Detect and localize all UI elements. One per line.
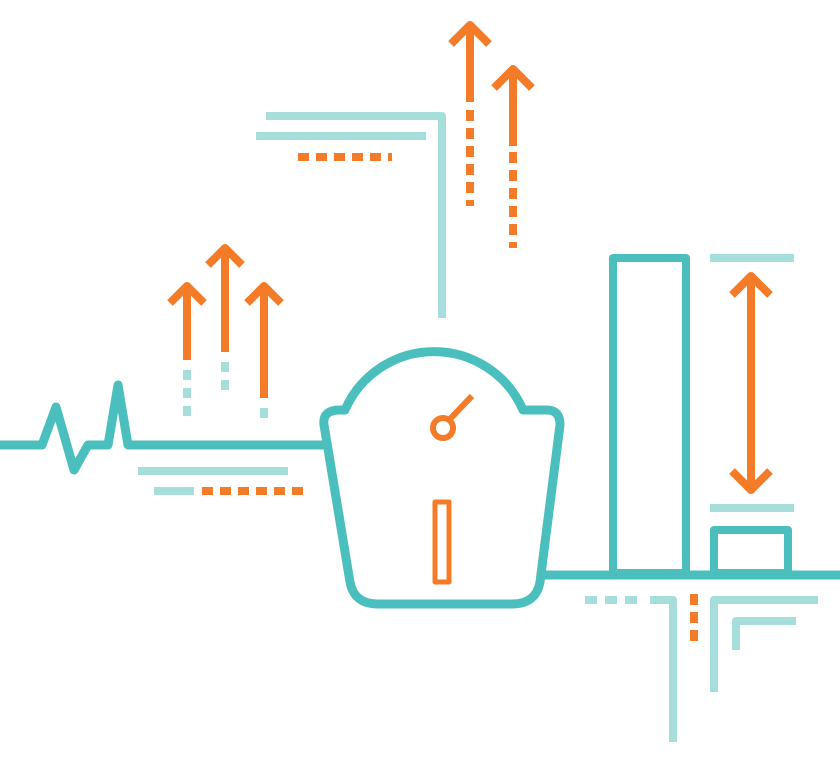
gauge-needle-icon bbox=[430, 393, 475, 441]
left-upward-arrows-icon bbox=[167, 244, 284, 420]
scale-display-slot bbox=[432, 499, 452, 585]
speedometer-scale-icon bbox=[319, 347, 565, 609]
upward-arrows-icon bbox=[448, 21, 535, 248]
bar-chart-icon bbox=[609, 254, 792, 577]
double-headed-arrow-icon bbox=[710, 254, 794, 512]
top-bracket-lines bbox=[256, 112, 446, 318]
heartbeat-line-icon bbox=[0, 380, 325, 475]
bottom-right-lines bbox=[585, 594, 818, 742]
